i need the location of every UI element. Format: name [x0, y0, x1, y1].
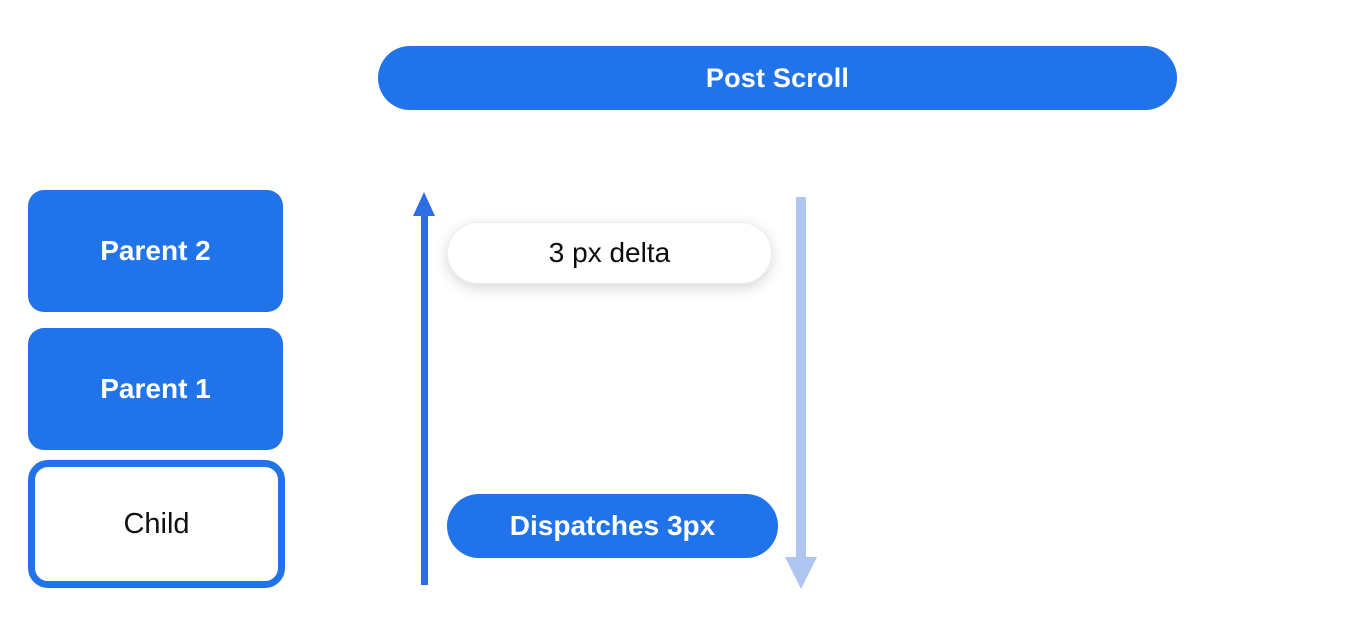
up-arrow-shaft	[420, 214, 428, 585]
up-arrow-head	[413, 192, 435, 216]
post-scroll-banner: Post Scroll	[378, 46, 1177, 110]
child-box: Child	[28, 460, 285, 588]
down-arrow-icon	[785, 197, 817, 589]
dispatches-pill: Dispatches 3px	[447, 494, 778, 558]
parent-1-box: Parent 1	[28, 328, 283, 450]
down-arrow-head	[785, 557, 817, 589]
parent-2-box: Parent 2	[28, 190, 283, 312]
down-arrow-shaft	[796, 197, 806, 557]
up-arrow-icon	[413, 192, 435, 585]
delta-pill: 3 px delta	[447, 222, 772, 284]
